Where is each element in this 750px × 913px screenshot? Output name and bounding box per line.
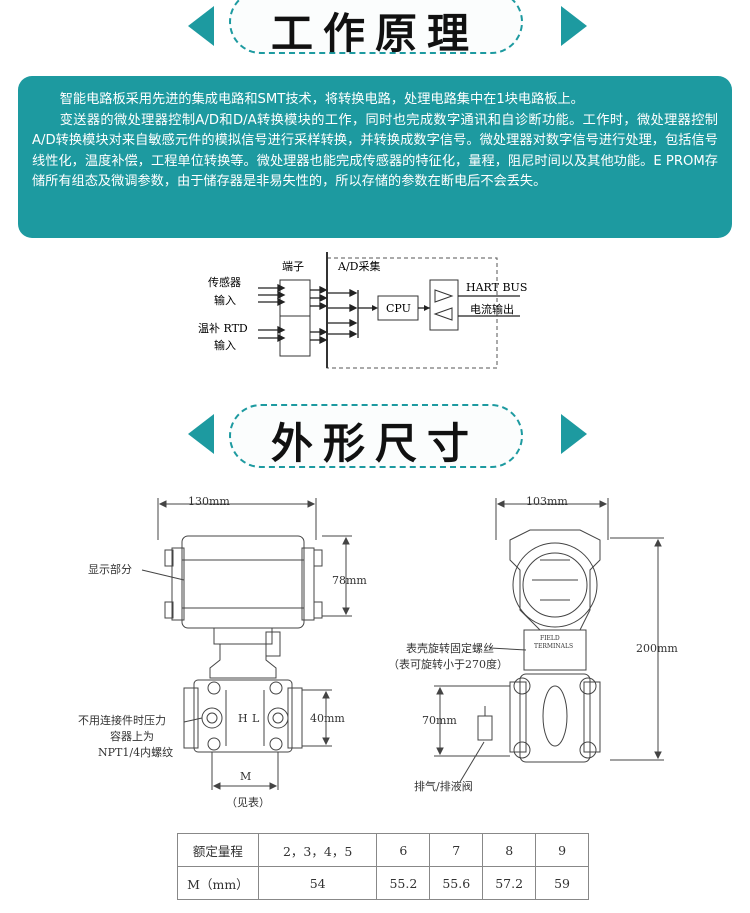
label-temp-2: 输入 bbox=[214, 338, 236, 352]
label-terminal: 端子 bbox=[282, 260, 304, 273]
section-header-dimensions: 外形尺寸 bbox=[0, 404, 750, 468]
section-title: 工作原理 bbox=[270, 9, 479, 58]
table-cell: M（mm） bbox=[177, 866, 259, 900]
bus-arrows bbox=[310, 285, 358, 345]
table-cell: 8 bbox=[482, 833, 537, 867]
label-temp-1: 温补 RTD bbox=[198, 322, 248, 335]
table-cell: 55.2 bbox=[376, 866, 431, 900]
dim-width-side: 103mm bbox=[526, 495, 568, 508]
paragraph-2: 变送器的微处理器控制A/D和D/A转换模块的工作，同时也完成数字通讯和自诊断功能… bbox=[32, 112, 718, 190]
label-cpu: CPU bbox=[386, 302, 411, 315]
label-hart: HART BUS bbox=[466, 281, 527, 294]
label-ad: A/D采集 bbox=[337, 259, 380, 273]
header-oval bbox=[229, 404, 523, 468]
table-cell: 57.2 bbox=[482, 866, 537, 900]
dim-height-total: 200mm bbox=[636, 642, 678, 655]
table-cell: 6 bbox=[376, 833, 431, 867]
label-vent: 排气/排液阀 bbox=[414, 779, 473, 793]
table-cell: 额定量程 bbox=[177, 833, 259, 867]
front-view bbox=[141, 498, 352, 790]
table-cell: 59 bbox=[535, 866, 589, 900]
dim-height-head: 78mm bbox=[332, 574, 367, 587]
label-display: 显示部分 bbox=[88, 562, 132, 576]
dim-height-40: 40mm bbox=[310, 712, 345, 725]
label-see-table: （见表） bbox=[226, 795, 270, 809]
block-diagram: 端子 A/D采集 传感器 输入 温补 RTD 输入 CPU HART BUS 电… bbox=[198, 252, 527, 369]
label-h: H bbox=[238, 712, 248, 725]
header-oval bbox=[229, 0, 523, 54]
dim-width-front: 130mm bbox=[188, 495, 230, 508]
section-title: 外形尺寸 bbox=[270, 419, 479, 468]
dim-height-70: 70mm bbox=[422, 714, 457, 727]
label-l: L bbox=[252, 712, 260, 725]
paragraph-1: 智能电路板采用先进的集成电路和SMT技术，将转换电路，处理电路集中在1块电路板上… bbox=[59, 92, 584, 107]
label-terminals: TERMINALS bbox=[534, 643, 573, 650]
table-cell: 55.6 bbox=[429, 866, 484, 900]
label-sensor-2: 输入 bbox=[214, 293, 236, 307]
label-rotate-1: 表壳旋转固定螺丝 bbox=[406, 641, 494, 655]
triangle-left-icon bbox=[188, 6, 214, 46]
triangle-right-icon bbox=[561, 6, 587, 46]
table-row: M（mm） 54 55.2 55.6 57.2 59 bbox=[177, 866, 589, 900]
label-nouse-3: NPT1/4内螺纹 bbox=[98, 745, 173, 759]
triangle-right-icon bbox=[561, 414, 587, 454]
table-cell: 7 bbox=[429, 833, 484, 867]
table-cell: 9 bbox=[535, 833, 589, 867]
table-row: 额定量程 2，3，4，5 6 7 8 9 bbox=[177, 833, 589, 867]
dimension-drawing: 130mm 78mm 40mm H L M （见表） 显示部分 不用连接件时压力… bbox=[78, 495, 678, 809]
side-view bbox=[434, 498, 664, 783]
terminal-block bbox=[279, 279, 311, 357]
label-rotate-2: （表可旋转小于270度） bbox=[388, 657, 508, 671]
label-field: FIELD bbox=[540, 635, 560, 642]
dim-m: M bbox=[240, 770, 251, 783]
table-cell: 2，3，4，5 bbox=[257, 833, 378, 867]
table-cell: 54 bbox=[257, 866, 378, 900]
label-nouse-2: 容器上为 bbox=[110, 729, 154, 743]
section-header-principle: 工作原理 bbox=[0, 0, 750, 60]
label-sensor-1: 传感器 bbox=[208, 276, 241, 289]
range-table: 额定量程 2，3，4，5 6 7 8 9 M（mm） 54 55.2 55.6 … bbox=[177, 833, 589, 900]
triangle-left-icon bbox=[188, 414, 214, 454]
input-arrows bbox=[258, 283, 286, 343]
label-nouse-1: 不用连接件时压力 bbox=[78, 714, 166, 727]
label-current: 电流输出 bbox=[470, 302, 514, 316]
principle-description: 智能电路板采用先进的集成电路和SMT技术，将转换电路，处理电路集中在1块电路板上… bbox=[18, 76, 732, 238]
output-module bbox=[429, 279, 459, 331]
